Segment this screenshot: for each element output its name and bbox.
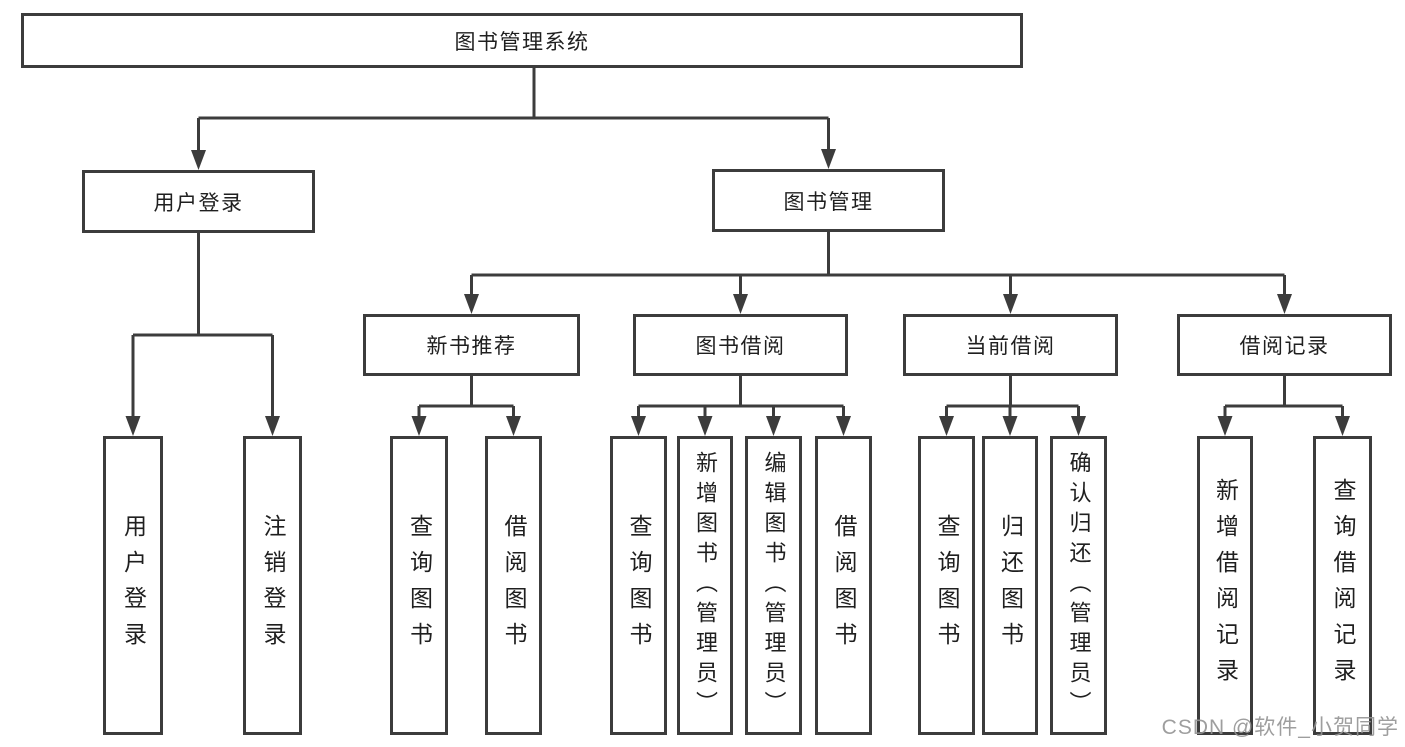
leaf-logout-label: 注销登录 bbox=[260, 513, 286, 658]
leaf-borrow-books-1-label: 借阅图书 bbox=[501, 513, 527, 658]
node-user-login: 用户登录 bbox=[82, 170, 315, 233]
leaf-query-books-1: 查询图书 bbox=[390, 436, 448, 735]
arrowhead-icon bbox=[766, 416, 781, 436]
leaf-add-borrow-record-label: 新增借阅记录 bbox=[1212, 477, 1239, 694]
node-book-mgmt: 图书管理 bbox=[712, 169, 945, 232]
watermark: CSDN @软件_小贺同学 bbox=[1161, 716, 1399, 739]
leaf-add-borrow-record: 新增借阅记录 bbox=[1197, 436, 1253, 735]
node-book-mgmt-label: 图书管理 bbox=[783, 190, 874, 214]
leaf-return-books: 归还图书 bbox=[982, 436, 1038, 735]
leaf-borrow-books-2: 借阅图书 bbox=[815, 436, 872, 735]
node-user-login-label: 用户登录 bbox=[153, 191, 244, 215]
arrowhead-icon bbox=[1277, 294, 1292, 314]
leaf-confirm-return-admin: 确认归还（管理员） bbox=[1050, 436, 1107, 735]
leaf-query-books-2: 查询图书 bbox=[610, 436, 667, 735]
leaf-borrow-books-1: 借阅图书 bbox=[485, 436, 542, 735]
node-root-label: 图书管理系统 bbox=[454, 30, 590, 54]
arrowhead-icon bbox=[733, 294, 748, 314]
connector-current-borrow bbox=[945, 376, 1080, 419]
leaf-query-books-2-label: 查询图书 bbox=[626, 513, 652, 658]
connector-borrow-record bbox=[1223, 376, 1344, 419]
connector-user-login bbox=[131, 233, 274, 419]
node-book-borrow-label: 图书借阅 bbox=[695, 335, 786, 358]
arrowhead-icon bbox=[821, 149, 836, 169]
leaf-query-books-3-label: 查询图书 bbox=[934, 513, 960, 658]
node-borrow-record-label: 借阅记录 bbox=[1239, 335, 1330, 358]
leaf-query-borrow-record: 查询借阅记录 bbox=[1313, 436, 1372, 735]
leaf-user-login-label: 用户登录 bbox=[120, 513, 147, 658]
node-root: 图书管理系统 bbox=[21, 13, 1023, 68]
arrowhead-icon bbox=[265, 416, 280, 436]
leaf-user-login: 用户登录 bbox=[103, 436, 163, 735]
arrowhead-icon bbox=[1003, 294, 1018, 314]
connector-book-borrow bbox=[637, 376, 845, 419]
arrowhead-icon bbox=[464, 294, 479, 314]
node-book-borrow: 图书借阅 bbox=[633, 314, 848, 376]
arrowheads bbox=[125, 149, 1350, 436]
connector-book-mgmt bbox=[470, 232, 1286, 297]
leaf-query-borrow-record-label: 查询借阅记录 bbox=[1330, 477, 1356, 694]
arrowhead-icon bbox=[697, 416, 713, 436]
arrowhead-icon bbox=[1217, 416, 1233, 436]
connector-root bbox=[197, 68, 830, 152]
arrowhead-icon bbox=[939, 416, 954, 436]
arrowhead-icon bbox=[1335, 416, 1350, 436]
leaf-add-books-admin-label: 新增图书（管理员） bbox=[693, 450, 718, 721]
leaf-add-books-admin: 新增图书（管理员） bbox=[677, 436, 733, 735]
arrowhead-icon bbox=[1071, 416, 1086, 436]
leaf-logout: 注销登录 bbox=[243, 436, 302, 735]
leaf-edit-books-admin-label: 编辑图书（管理员） bbox=[761, 450, 787, 721]
leaf-edit-books-admin: 编辑图书（管理员） bbox=[745, 436, 802, 735]
arrowhead-icon bbox=[411, 416, 427, 436]
arrowhead-icon bbox=[191, 150, 206, 170]
node-borrow-record: 借阅记录 bbox=[1177, 314, 1392, 376]
leaf-borrow-books-2-label: 借阅图书 bbox=[831, 513, 857, 658]
arrowhead-icon bbox=[836, 416, 851, 436]
leaf-query-books-3: 查询图书 bbox=[918, 436, 975, 735]
connector-new-book-rec bbox=[417, 376, 515, 419]
node-new-book-rec: 新书推荐 bbox=[363, 314, 580, 376]
arrowhead-icon bbox=[631, 416, 646, 436]
node-current-borrow: 当前借阅 bbox=[903, 314, 1118, 376]
leaf-confirm-return-admin-label: 确认归还（管理员） bbox=[1066, 450, 1092, 721]
arrowhead-icon bbox=[1002, 416, 1018, 436]
arrowhead-icon bbox=[125, 416, 141, 436]
leaf-query-books-1-label: 查询图书 bbox=[406, 513, 433, 658]
leaf-return-books-label: 归还图书 bbox=[997, 513, 1024, 658]
node-current-borrow-label: 当前借阅 bbox=[965, 335, 1056, 358]
arrowhead-icon bbox=[506, 416, 521, 436]
node-new-book-rec-label: 新书推荐 bbox=[426, 335, 517, 358]
